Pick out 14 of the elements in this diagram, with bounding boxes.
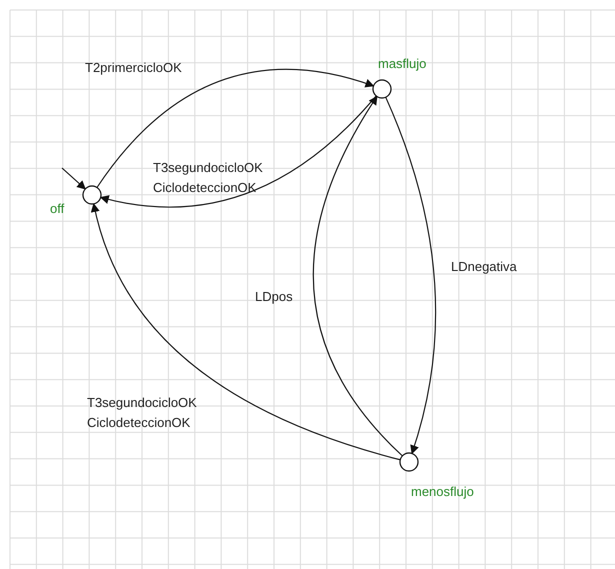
state-name: menosflujo [411, 484, 474, 500]
transition-arrow [62, 168, 86, 190]
transition-label: T3segundocicloOK CiclodeteccionOK [87, 394, 198, 432]
state-name: masflujo [378, 56, 426, 72]
transition-arrow [91, 202, 400, 460]
transition-arrow [96, 68, 374, 188]
transition-label: T2primercicloOK [85, 59, 183, 77]
transition-label: T3segundocicloOK CiclodeteccionOK [153, 159, 264, 197]
transition-arrow [313, 96, 403, 456]
state-name: off [50, 201, 64, 217]
transition-label: LDnegativa [451, 258, 518, 276]
transition-arrow [385, 97, 436, 454]
transition-arrow [100, 96, 377, 208]
transition-label: LDpos [255, 288, 294, 306]
